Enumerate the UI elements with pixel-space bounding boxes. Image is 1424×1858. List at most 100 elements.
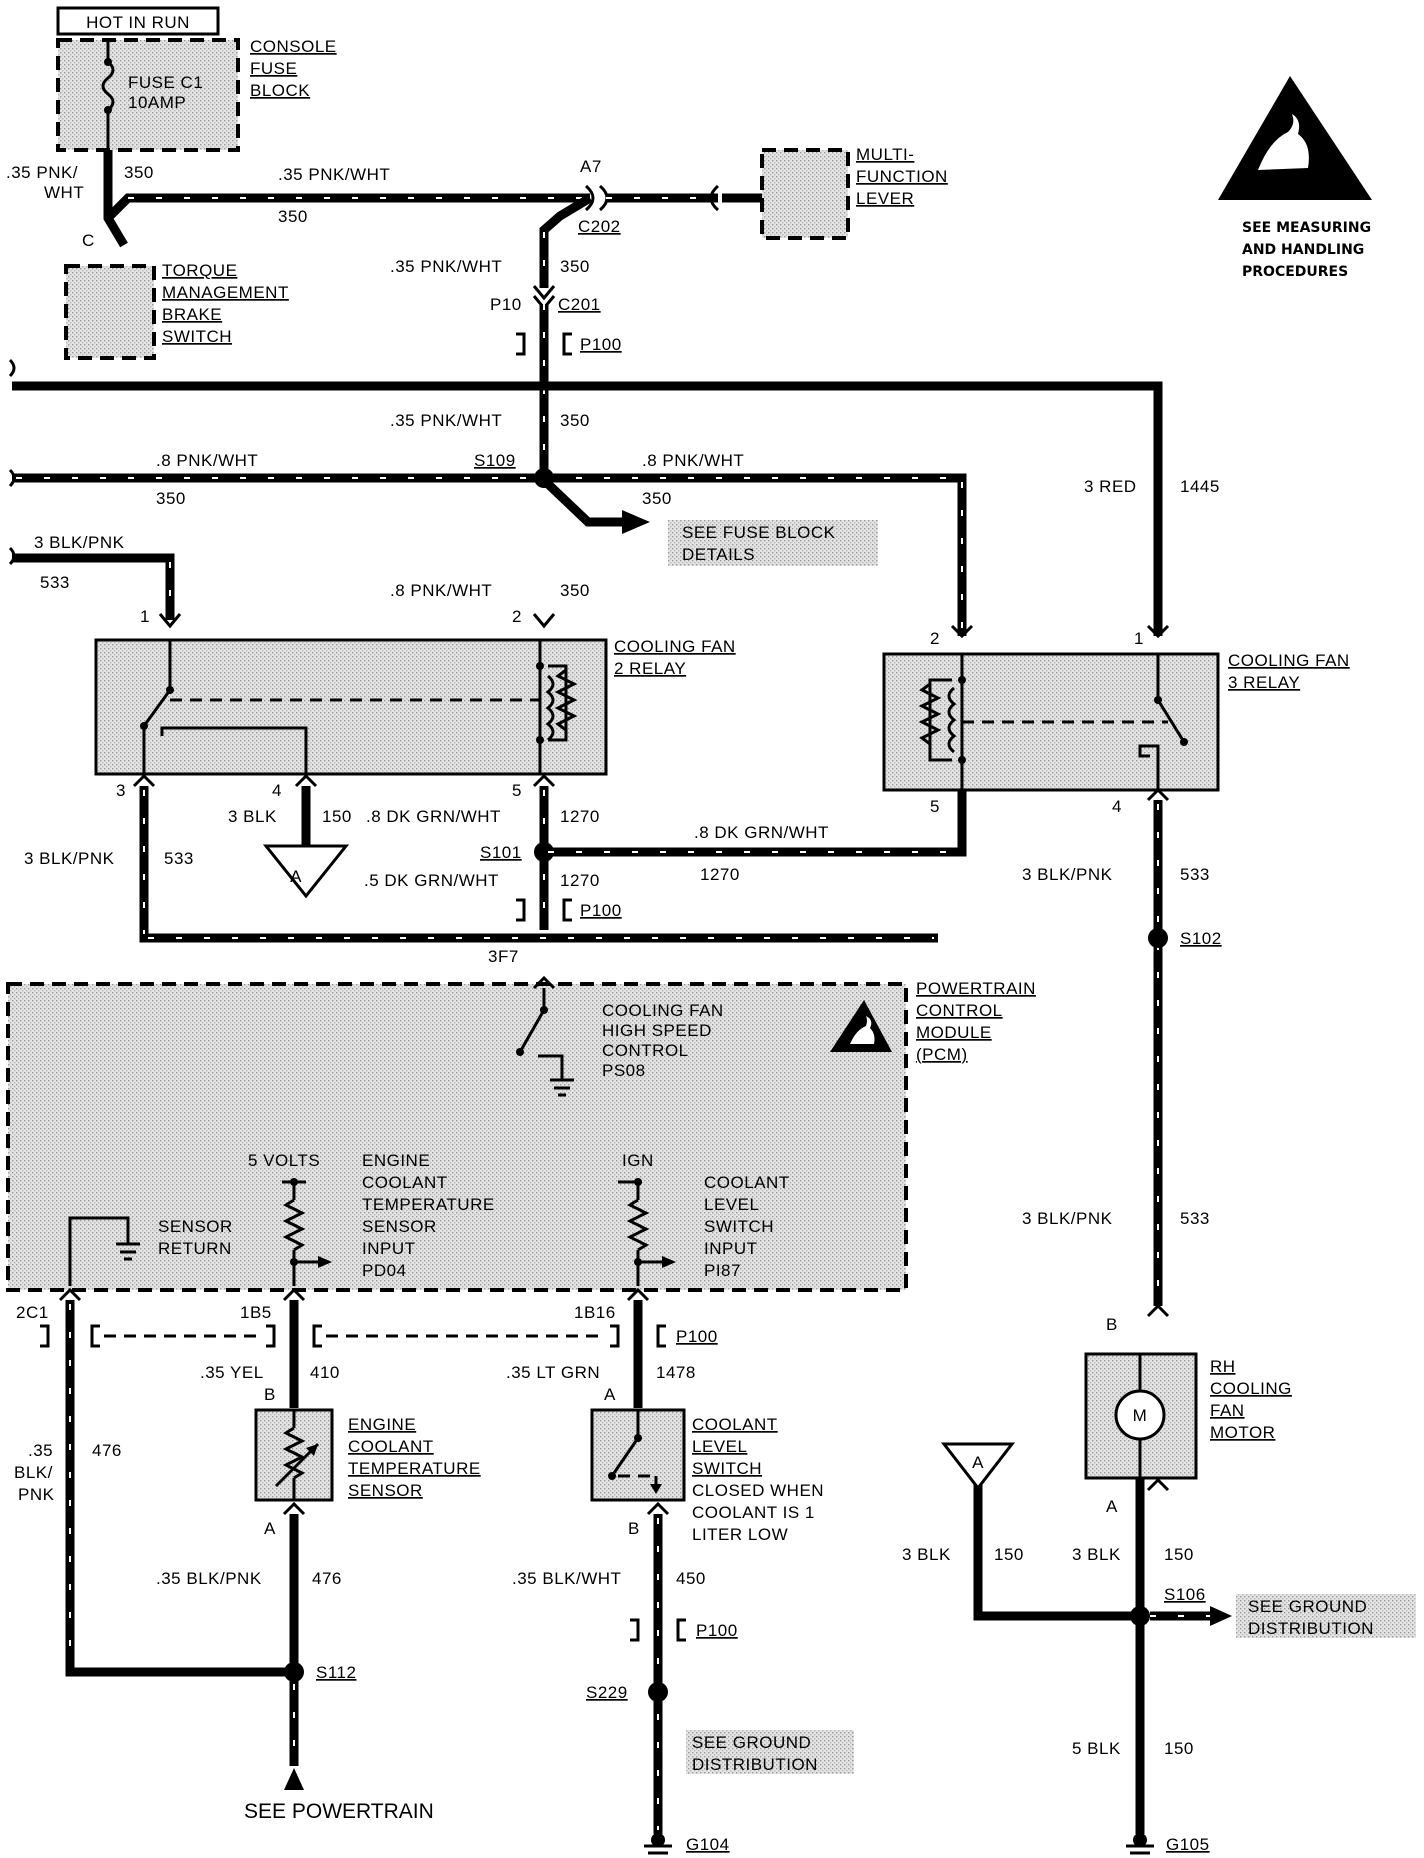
fuse-label-1: FUSE C1 (128, 73, 203, 92)
cls-label-4: CLOSED WHEN (692, 1481, 824, 1500)
conn-c201: C201 (558, 295, 601, 314)
w-3blkpnk-d: 3 BLK/PNK (1022, 1209, 1113, 1228)
pin-3-r2: 3 (116, 781, 126, 800)
ign: IGN (622, 1151, 654, 1170)
mfl-label-1: MULTI- (856, 145, 914, 164)
c410: 410 (310, 1363, 340, 1382)
see-fuse-block-note[interactable] (668, 520, 878, 566)
cls-input-circuit (618, 1178, 676, 1286)
c350-e: 350 (156, 489, 186, 508)
c1445: 1445 (1180, 477, 1220, 496)
w-8pnkwht-b: .8 PNK/WHT (642, 451, 744, 470)
w-8pnkwht-c: .8 PNK/WHT (390, 581, 492, 600)
relay3-label-2: 3 RELAY (1228, 673, 1300, 692)
motor-label-2: COOLING (1210, 1379, 1292, 1398)
esd-caption-3: PROCEDURES (1242, 264, 1348, 280)
offpage-a-label-2: A (972, 1453, 984, 1472)
w-35ltgrn: .35 LT GRN (506, 1363, 600, 1382)
c533-d: 533 (1180, 1209, 1210, 1228)
console-label-1: CONSOLE (250, 37, 337, 56)
see-ground-note-1[interactable] (686, 1730, 854, 1774)
conn-g105: G105 (1166, 1835, 1210, 1854)
cls-in-2: LEVEL (704, 1195, 759, 1214)
c150-c: 150 (1164, 1545, 1194, 1564)
relay2-internals (140, 640, 578, 774)
hot-in-run-label: HOT IN RUN (86, 13, 190, 32)
c150-a: 150 (322, 807, 352, 826)
c350-a: 350 (124, 163, 154, 182)
w-wht: WHT (44, 183, 84, 202)
cls-label-6: LITER LOW (692, 1525, 788, 1544)
esd-caption-2: AND HANDLING (1242, 242, 1364, 258)
hs-label-1: COOLING FAN (602, 1001, 724, 1020)
pin-1-r3: 1 (1134, 629, 1144, 648)
pcm-label-3: MODULE (916, 1023, 992, 1042)
c476-b: 476 (312, 1569, 342, 1588)
wire-350-vertical (532, 194, 593, 486)
c350-g: 350 (560, 581, 590, 600)
splice-s112 (284, 1662, 304, 1682)
pcm-label-1: POWERTRAIN (916, 979, 1036, 998)
five-volts: 5 VOLTS (248, 1151, 320, 1170)
w-5blk: 5 BLK (1072, 1739, 1121, 1758)
c350-f: 350 (642, 489, 672, 508)
wire-s109 (8, 468, 967, 636)
ect-label-4: SENSOR (348, 1481, 423, 1500)
w-35blkpnk: .35 BLK/PNK (156, 1569, 262, 1588)
c150-b: 150 (994, 1545, 1024, 1564)
cls-in-5: PI87 (704, 1261, 741, 1280)
w-8pnkwht-a: .8 PNK/WHT (156, 451, 258, 470)
cls-label-5: COOLANT IS 1 (692, 1503, 815, 1522)
pcm-lower-pins (40, 1287, 666, 1677)
fuse-c1 (101, 40, 115, 150)
see-ground-1a: SEE GROUND (692, 1733, 811, 1752)
ect-in-1: ENGINE (362, 1151, 430, 1170)
pin-b-motor: B (1106, 1315, 1118, 1334)
w-3blk-b: 3 BLK (902, 1545, 951, 1564)
pin-b-ect: B (264, 1385, 276, 1404)
see-fuse-2: DETAILS (682, 545, 755, 564)
p100-bracket-1 (516, 332, 572, 356)
splice-s102 (1148, 928, 1168, 948)
c476-a: 476 (92, 1441, 122, 1460)
torque-label-3: BRAKE (162, 305, 222, 324)
splice-s106 (1130, 1606, 1150, 1626)
pin-2c1: 2C1 (16, 1303, 49, 1322)
console-label-3: BLOCK (250, 81, 310, 100)
w-3blkpnk-a: 3 BLK/PNK (34, 533, 125, 552)
relay2-label-2: 2 RELAY (614, 659, 686, 678)
see-ground-2b: DISTRIBUTION (1248, 1619, 1374, 1638)
conn-s102: S102 (1180, 929, 1222, 948)
motor-ground-wire (973, 1477, 1232, 1855)
ect-label-1: ENGINE (348, 1415, 416, 1434)
cls-label-3: SWITCH (692, 1459, 762, 1478)
cls-in-4: INPUT (704, 1239, 758, 1258)
fan-hs-control-switch (516, 975, 574, 1097)
splice-s229 (648, 1682, 668, 1702)
pin-2-r2: 2 (512, 607, 522, 626)
wire-533-left (8, 546, 182, 629)
mfl-label-3: LEVER (856, 189, 914, 208)
w-3blk-c: 3 BLK (1072, 1545, 1121, 1564)
w-35pnkwht-c: .35 PNK/WHT (390, 411, 502, 430)
w-35blkwht: .35 BLK/WHT (512, 1569, 621, 1588)
w-35pnkwht-a: .35 PNK/WHT (278, 165, 390, 184)
w-8dkgrn-b: .8 DK GRN/WHT (694, 823, 829, 842)
pin-a7: A7 (580, 157, 602, 176)
relay3-label-1: COOLING FAN (1228, 651, 1350, 670)
see-ground-note-2[interactable] (1236, 1594, 1416, 1638)
conn-p100-a: P100 (580, 335, 622, 354)
w-35pnk: .35 PNK/ (6, 163, 78, 182)
cooling-fan-2-relay (94, 638, 608, 776)
cls-symbol (608, 1410, 662, 1494)
ect-sensor-symbol (274, 1410, 320, 1500)
w-3blkpnk-b: 3 BLK/PNK (24, 849, 115, 868)
pin-c: C (82, 231, 95, 250)
esd-warning-icon (1218, 76, 1372, 200)
hot-in-run-box (56, 6, 220, 36)
pin-3f7: 3F7 (488, 947, 519, 966)
see-powertrain[interactable]: SEE POWERTRAIN (244, 1800, 434, 1823)
c1270-b: 1270 (700, 865, 740, 884)
